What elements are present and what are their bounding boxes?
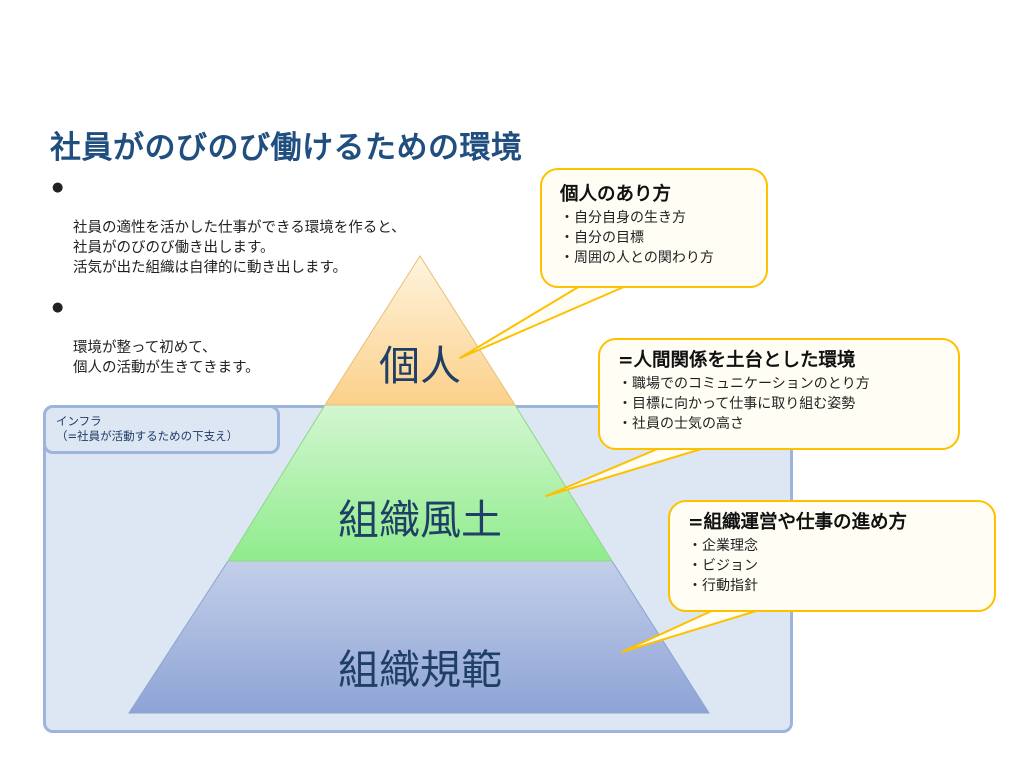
callout-item: ・周囲の人との関わり方 <box>560 250 714 266</box>
intro-bullets: ● 社員の適性を活かした仕事ができる環境を作ると、 社員がのびのび働き出します。… <box>50 178 406 398</box>
layer-label-bottom: 組織規範 <box>338 646 502 694</box>
callout-item: ・行動指針 <box>688 578 758 594</box>
pyramid-layer-top <box>324 255 516 406</box>
callout-item: ・目標に向かって仕事に取り組む姿勢 <box>618 396 856 412</box>
callout-individual: 個人のあり方 ・自分自身の生き方 ・自分の目標 ・周囲の人との関わり方 <box>540 168 768 288</box>
callout-culture: =人間関係を土台とした環境 ・職場でのコミュニケーションのとり方 ・目標に向かっ… <box>598 338 960 450</box>
callout-norms: =組織運営や仕事の進め方 ・企業理念 ・ビジョン ・行動指針 <box>668 500 996 612</box>
callout-item: ・社員の士気の高さ <box>618 416 744 432</box>
bullet-marker: ● <box>52 300 64 315</box>
bullet-marker: ● <box>52 180 64 195</box>
callout-item: ・自分の目標 <box>560 230 644 246</box>
callout-pointer-2 <box>545 446 709 497</box>
bullet-text: 社員の適性を活かした仕事ができる環境を作ると、 社員がのびのび働き出します。 活… <box>73 220 406 276</box>
infrastructure-tab <box>43 405 280 454</box>
infrastructure-label: インフラ （=社員が活動するための下支え） <box>56 414 239 443</box>
page-title: 社員がのびのび働けるための環境 <box>50 130 523 166</box>
layer-label-middle: 組織風土 <box>338 496 502 544</box>
callout-title: =人間関係を土台とした環境 <box>618 350 856 371</box>
bullet-item: ● 社員の適性を活かした仕事ができる環境を作ると、 社員がのびのび働き出します。… <box>50 178 406 278</box>
callout-item: ・自分自身の生き方 <box>560 210 686 226</box>
callout-title: =組織運営や仕事の進め方 <box>688 512 908 533</box>
callout-title: 個人のあり方 <box>560 184 672 205</box>
layer-label-top: 個人 <box>379 342 461 390</box>
bullet-text: 環境が整って初めて、 個人の活動が生きてきます。 <box>73 340 260 376</box>
callout-item: ・企業理念 <box>688 538 758 554</box>
callout-item: ・ビジョン <box>688 558 758 574</box>
callout-item: ・職場でのコミュニケーションのとり方 <box>618 376 870 392</box>
bullet-item: ● 環境が整って初めて、 個人の活動が生きてきます。 <box>50 298 406 378</box>
